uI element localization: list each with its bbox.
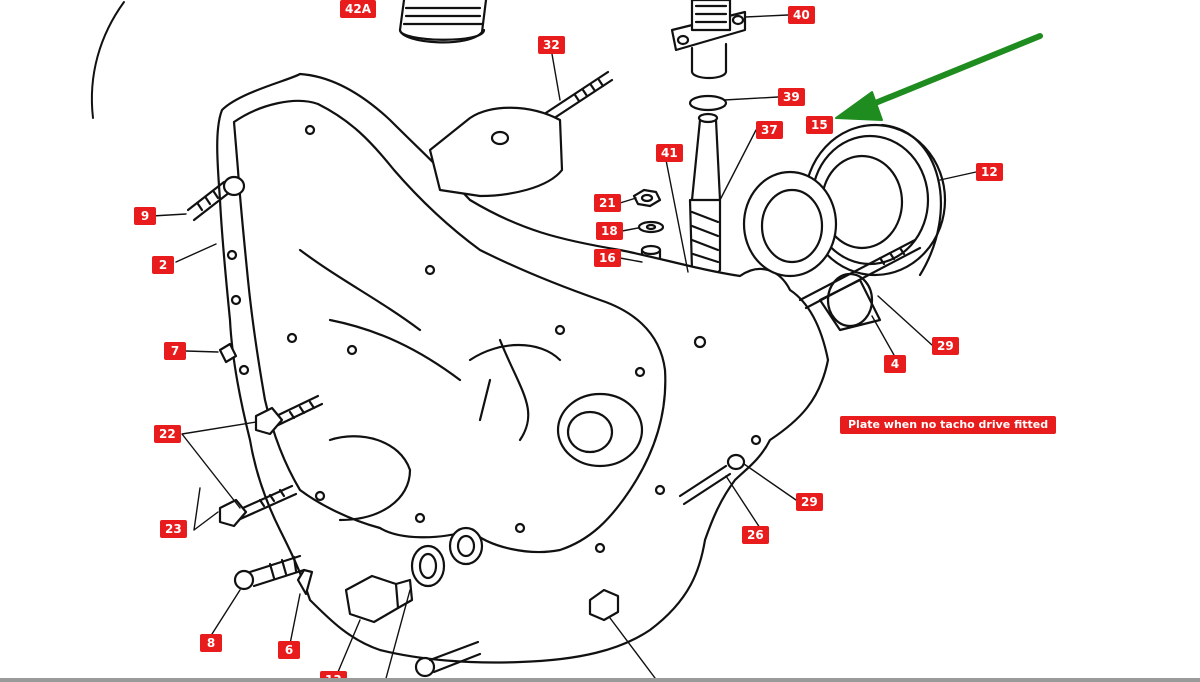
part-label-37: 37 <box>756 121 783 139</box>
part-42a-fitting <box>398 0 488 44</box>
gasket-face <box>232 99 667 554</box>
part-label-7: 7 <box>164 342 186 360</box>
part-label-22: 22 <box>154 425 181 443</box>
part-8-screw <box>233 554 306 591</box>
part-15-seal <box>742 170 838 278</box>
upper-bracket <box>428 106 564 198</box>
part-22-screw <box>254 394 324 436</box>
flange-holes <box>226 124 762 554</box>
bottom-screw <box>414 640 482 678</box>
part-label-15: 15 <box>806 116 833 134</box>
part-label-40: 40 <box>788 6 815 24</box>
edge-arc <box>90 1 125 119</box>
part-label-13: 13 <box>320 671 347 682</box>
part-9-stud <box>186 175 246 222</box>
part-39-washer <box>688 94 728 112</box>
part-label-21: 21 <box>594 194 621 212</box>
part-label-39: 39 <box>778 88 805 106</box>
lower-bore <box>328 435 412 522</box>
part-label-4: 4 <box>884 355 906 373</box>
long-stud <box>798 238 922 310</box>
part-13-plug <box>344 574 414 624</box>
part-label-16: 16 <box>594 249 621 267</box>
part-label-18: 18 <box>596 222 623 240</box>
part-6-stud <box>296 568 314 596</box>
washer-a <box>410 544 446 588</box>
part-label-12: 12 <box>976 163 1003 181</box>
part-7-dowel <box>218 342 238 364</box>
part-label-2: 2 <box>152 256 174 274</box>
bearing-opening <box>556 392 644 468</box>
part-label-32: 32 <box>538 36 565 54</box>
part-label-6: 6 <box>278 641 300 659</box>
leader-lines <box>151 14 977 682</box>
tacho-plate-note: Plate when no tacho drive fitted <box>840 416 1057 434</box>
part-label-29-upper: 29 <box>932 337 959 355</box>
part-37-drive-gear <box>688 112 722 278</box>
part-label-26: 26 <box>742 526 769 544</box>
part-40-speedo-housing <box>670 0 747 80</box>
part-label-41: 41 <box>656 144 683 162</box>
part-12-bearing <box>803 123 947 277</box>
part-label-42a: 42A <box>340 0 376 18</box>
part-label-9: 9 <box>134 207 156 225</box>
part-label-8: 8 <box>200 634 222 652</box>
part-label-29-lower: 29 <box>796 493 823 511</box>
bottom-border <box>0 678 1200 682</box>
washer-b <box>448 526 484 566</box>
green-arrow-icon <box>835 33 1043 121</box>
part-label-23: 23 <box>160 520 187 538</box>
part-26-stud <box>678 464 732 506</box>
part-4-sleeve <box>818 272 882 332</box>
lower-nut <box>588 588 620 622</box>
part-29-washer <box>726 453 746 471</box>
